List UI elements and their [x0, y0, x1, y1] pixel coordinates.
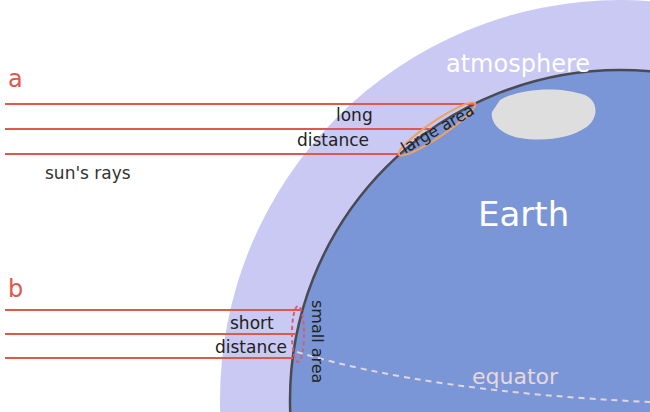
planet-label: Earth	[478, 196, 569, 233]
equator-line	[297, 352, 650, 402]
distance-label: distance	[215, 338, 287, 357]
large-area-ellipse	[394, 97, 479, 162]
ice-cap	[492, 89, 596, 139]
line-label: equator	[472, 365, 558, 389]
distance-label: long	[336, 106, 373, 125]
region-label: atmosphere	[446, 51, 590, 77]
sun-rays-b	[5, 310, 302, 358]
area-label: small area	[309, 300, 327, 383]
ray-group-letter: b	[8, 276, 23, 302]
distance-label: distance	[297, 131, 369, 150]
earth-globe	[290, 70, 650, 412]
ray-caption: sun's rays	[45, 164, 131, 183]
small-area-ellipse	[292, 306, 304, 362]
distance-label: short	[230, 314, 274, 333]
ray-group-letter: a	[8, 66, 23, 92]
